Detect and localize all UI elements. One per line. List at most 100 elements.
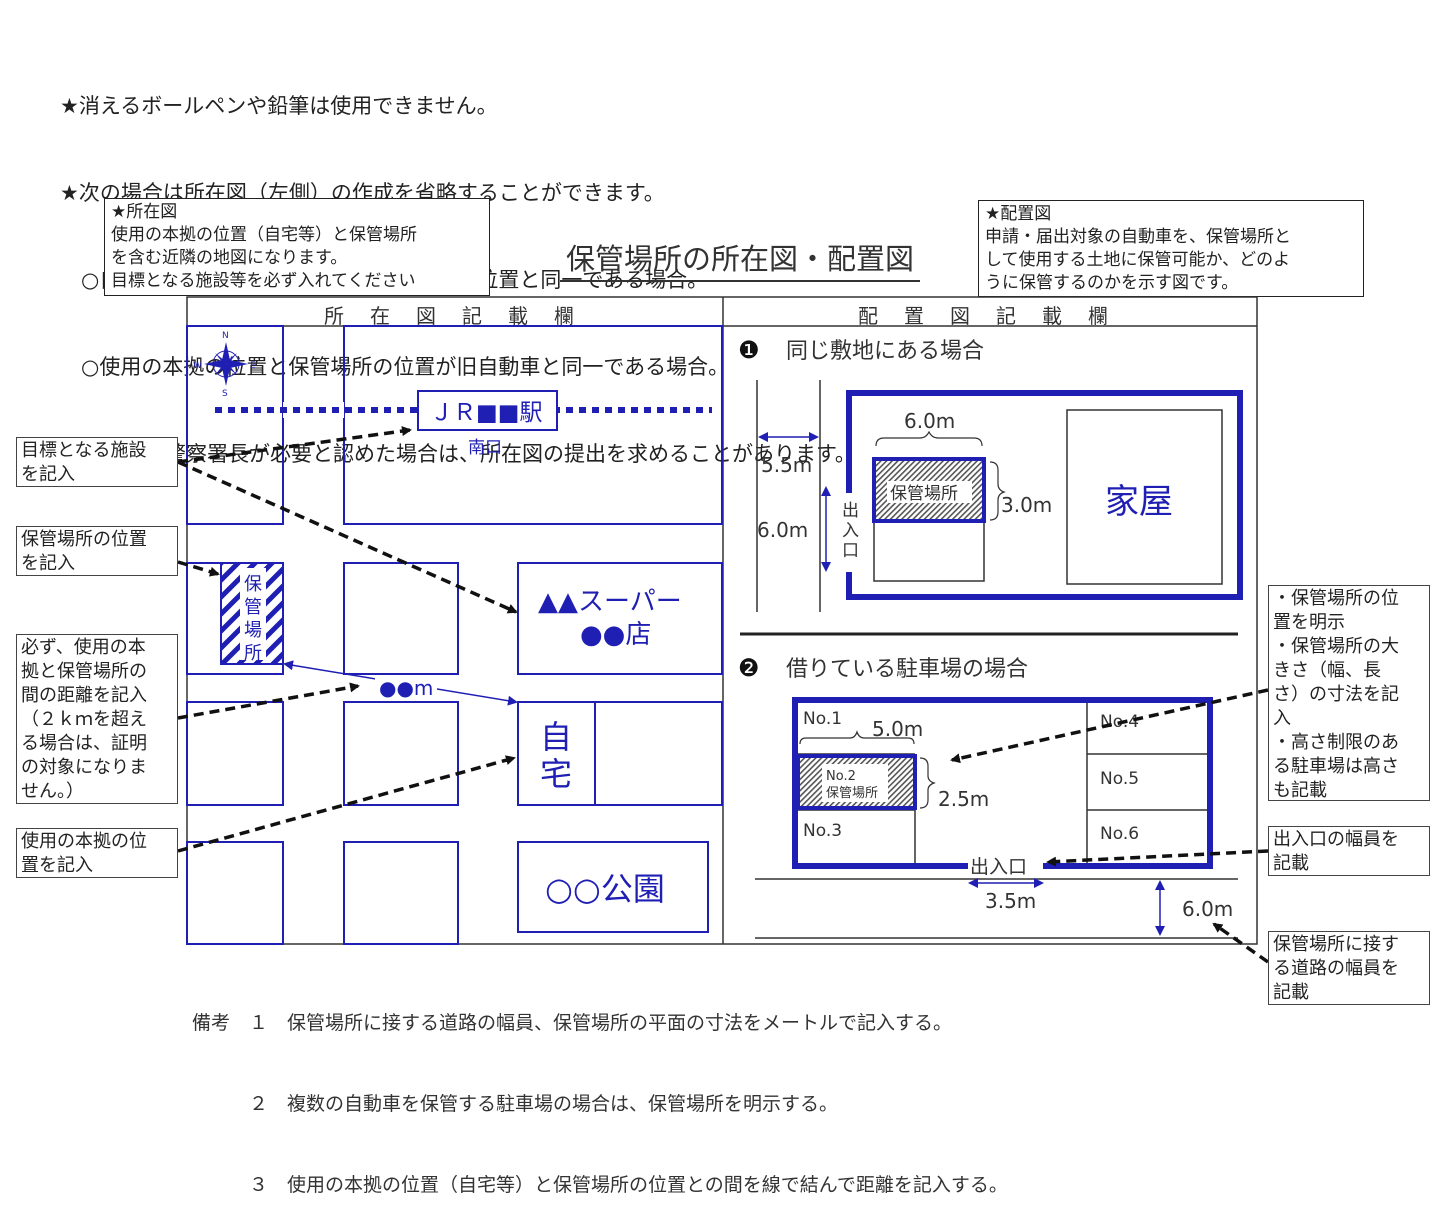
callout-line: （２ｋｍを超え xyxy=(21,709,147,730)
callout-line: る場合は、証明 xyxy=(21,733,147,754)
callout-line: 拠と保管場所の xyxy=(21,661,147,682)
callout-landmark: 目標となる施設 を記入 xyxy=(16,437,178,487)
note-line: 備考 １ 保管場所に接する道路の幅員、保管場所の平面の寸法をメートルで記入する。 xyxy=(192,1012,953,1034)
case1-number: ❶ xyxy=(738,336,760,364)
notes: 備考 １ 保管場所に接する道路の幅員、保管場所の平面の寸法をメートルで記入する。… xyxy=(192,956,1008,1226)
layout-box-line: して使用する土地に保管可能か、どのよ xyxy=(985,250,1291,270)
case2-no1: No.1 xyxy=(803,709,842,729)
callout-entrance-width: 出入口の幅員を 記載 xyxy=(1268,826,1430,876)
callout-line: ・保管場所の位 xyxy=(1273,588,1399,609)
station-label: ＪＲ■■駅 xyxy=(430,400,542,426)
intro-line: ○使用の本拠の位置と保管場所の位置が旧自動車と同一である場合。 xyxy=(60,355,730,379)
case1-space-depth: 3.0m xyxy=(1001,493,1052,517)
callout-line: 出入口の幅員を xyxy=(1273,829,1399,850)
intro-text: ★消えるボールペンや鉛筆は使用できません。 ★次の場合は所在図（左側）の作成を省… xyxy=(60,34,856,498)
case2-title: 借りている駐車場の場合 xyxy=(786,657,1028,682)
callout-line: さ）の寸法を記 xyxy=(1273,684,1399,705)
supermarket-fill xyxy=(519,564,721,673)
callout-line: 保管場所の位置 xyxy=(21,529,147,550)
callout-space-size: ・保管場所の位 置を明示 ・保管場所の大 きさ（幅、長 さ）の寸法を記 入 ・高… xyxy=(1268,585,1430,801)
case1-space-label: 保管場所 xyxy=(890,484,958,504)
case2-depth: 2.5m xyxy=(938,787,989,811)
callout-line: ・保管場所の大 xyxy=(1273,636,1399,657)
case2-no6: No.6 xyxy=(1100,824,1139,844)
case1-space-width: 6.0m xyxy=(904,409,955,433)
station-box xyxy=(417,390,558,431)
case2-entrance-width: 3.5m xyxy=(985,889,1036,913)
header-layout: 配置図記載欄 xyxy=(858,304,1134,328)
parking-label: 所 xyxy=(244,643,262,664)
callout-line: 記載 xyxy=(1273,982,1309,1003)
callout-line: ・高さ制限のあ xyxy=(1273,732,1399,753)
supermarket-label: ▲▲スーパー xyxy=(538,587,682,617)
compass-n: N xyxy=(222,331,229,341)
callout-line: 記載 xyxy=(1273,853,1309,874)
block xyxy=(186,701,284,806)
case1-road-length: 6.0m xyxy=(757,518,808,542)
park-label: ○○公園 xyxy=(545,870,665,908)
parking-label-bg xyxy=(240,568,266,660)
callout-line: を記入 xyxy=(21,464,75,485)
case1-entrance: 口 xyxy=(842,541,859,561)
block xyxy=(517,841,709,933)
case2-number: ❷ xyxy=(738,654,760,682)
parking-label: 保 xyxy=(244,574,262,595)
distance-label-bg xyxy=(375,676,437,698)
location-box-line: 目標となる施設等を必ず入れてください xyxy=(111,271,416,291)
block xyxy=(186,841,284,945)
layout-box-title: ★配置図 xyxy=(985,204,1052,224)
layout-box-line: 申請・届出対象の自動車を、保管場所と xyxy=(985,227,1291,247)
location-box-title: ★所在図 xyxy=(111,202,178,222)
lot-boundary xyxy=(846,390,1243,600)
note-line: ２ 複数の自動車を保管する駐車場の場合は、保管場所を明示する。 xyxy=(192,1093,839,1115)
case2-no3: No.3 xyxy=(803,821,842,841)
block xyxy=(343,325,723,525)
house-outline xyxy=(1066,409,1223,585)
page-title: 保管場所の所在図・配置図 xyxy=(560,236,921,282)
callout-line: 目標となる施設 xyxy=(21,440,147,461)
case2-entrance: 出入口 xyxy=(970,856,1027,878)
callout-home-position: 使用の本拠の位 置を記入 xyxy=(16,828,178,878)
layout-explanation-box: ★配置図 申請・届出対象の自動車を、保管場所と して使用する土地に保管可能か、ど… xyxy=(978,200,1364,297)
callout-line: 間の距離を記入 xyxy=(21,685,147,706)
case1-road-width: 5.5m xyxy=(761,453,812,477)
parking-label: 場 xyxy=(244,620,262,641)
intro-line: ただし、警察署長が必要と認めた場合は、所在図の提出を求めることがあります。 xyxy=(60,442,856,466)
location-box-line: 使用の本拠の位置（自宅等）と保管場所 xyxy=(111,225,417,245)
callout-line: 入 xyxy=(1273,708,1291,729)
callout-line: る道路の幅員を xyxy=(1273,958,1399,979)
case2-width: 5.0m xyxy=(872,717,923,741)
block xyxy=(343,841,459,945)
case2-space-label: 保管場所 xyxy=(826,786,878,801)
case1-house: 家屋 xyxy=(1105,482,1173,522)
parking-label: 管 xyxy=(244,597,262,618)
case2-no2: No.2 xyxy=(826,769,856,784)
home-label: 自 xyxy=(540,718,572,756)
callout-arrows-left xyxy=(177,426,518,853)
case1-entrance: 入 xyxy=(842,521,859,541)
callout-parking-position: 保管場所の位置 を記入 xyxy=(16,526,178,576)
header-location: 所在図記載欄 xyxy=(324,304,600,328)
callout-line: 置を記入 xyxy=(21,855,93,876)
block xyxy=(517,701,723,806)
compass-s: S xyxy=(222,389,228,399)
case1-title: 同じ敷地にある場合 xyxy=(786,339,984,364)
intro-line: ★消えるボールペンや鉛筆は使用できません。 xyxy=(60,94,498,118)
callout-line: 使用の本拠の位 xyxy=(21,831,147,852)
callout-arrows-right xyxy=(950,688,1270,964)
distance-label: ●●m xyxy=(379,676,433,700)
south-exit-label: 南口 xyxy=(468,438,502,458)
parking-lot-boundary xyxy=(792,697,1213,869)
compass-icon xyxy=(204,342,248,386)
callout-line: 置を明示 xyxy=(1273,612,1345,633)
callout-distance: 必ず、使用の本 拠と保管場所の 間の距離を記入 （２ｋｍを超え る場合は、証明 … xyxy=(16,634,178,804)
location-box-line: を含む近隣の地図になります。 xyxy=(111,248,348,268)
callout-line: きさ（幅、長 xyxy=(1273,660,1381,681)
callout-line: 必ず、使用の本 xyxy=(21,637,146,658)
block xyxy=(517,562,723,675)
compass-w: W xyxy=(193,361,202,371)
supermarket-label: ●●店 xyxy=(580,620,651,650)
location-explanation-box: ★所在図 使用の本拠の位置（自宅等）と保管場所 を含む近隣の地図になります。 目… xyxy=(104,198,490,296)
case1-entrance: 出 xyxy=(842,501,859,521)
callout-line: せん。） xyxy=(21,781,84,802)
